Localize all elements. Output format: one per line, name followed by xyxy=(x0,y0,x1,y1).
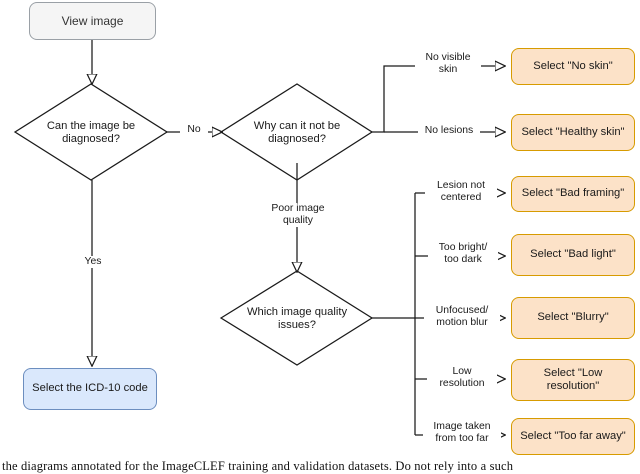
diamond-which-image-quality-issues xyxy=(219,270,374,366)
node-select-healthy-skin-label: Select "Healthy skin" xyxy=(521,125,625,138)
edge-label-yes: Yes xyxy=(77,256,109,268)
node-select-blurry-label: Select "Blurry" xyxy=(537,311,609,324)
node-view-image[interactable]: View image xyxy=(29,2,156,40)
node-select-too-far-away[interactable]: Select "Too far away" xyxy=(511,418,635,455)
label-why-can-it-not-be-diagnosed-text: Why can it not be diagnosed? xyxy=(253,119,341,145)
edge-label-image-taken-from-too-far: Image taken from too far xyxy=(423,421,501,445)
node-select-bad-light[interactable]: Select "Bad light" xyxy=(511,234,635,276)
figure-caption: the diagrams annotated for the ImageCLEF… xyxy=(2,459,514,473)
label-which-image-quality-issues-text: Which image quality issues? xyxy=(246,305,348,331)
node-select-too-far-away-label: Select "Too far away" xyxy=(520,429,626,442)
node-view-image-label: View image xyxy=(61,13,124,28)
node-select-low-resolution-label: Select "Low resolution" xyxy=(543,366,603,392)
node-select-blurry[interactable]: Select "Blurry" xyxy=(511,297,635,339)
node-select-icd10-code-label: Select the ICD-10 code xyxy=(32,382,148,395)
node-select-bad-light-label: Select "Bad light" xyxy=(530,248,616,261)
edge-label-poor-image-quality: Poor image quality xyxy=(263,203,333,227)
label-can-the-image-be-diagnosed-text: Can the image be diagnosed? xyxy=(46,119,136,145)
node-select-healthy-skin[interactable]: Select "Healthy skin" xyxy=(511,114,635,151)
node-select-low-resolution[interactable]: Select "Low resolution" xyxy=(511,359,635,401)
diamond-why-can-it-not-be-diagnosed xyxy=(219,83,374,181)
node-select-bad-framing[interactable]: Select "Bad framing" xyxy=(511,176,635,212)
label-can-the-image-be-diagnosed: Can the image be diagnosed? xyxy=(21,110,161,156)
node-select-bad-framing-label: Select "Bad framing" xyxy=(521,187,625,200)
edge-label-low-resolution: Low resolution xyxy=(427,366,497,390)
edge-label-unfocused-motion-blur: Unfocused/ motion blur xyxy=(424,305,500,329)
node-select-no-skin-label: Select "No skin" xyxy=(533,59,613,72)
edge-label-no-visible-skin: No visible skin xyxy=(415,52,481,76)
edge-label-no-lesions: No lesions xyxy=(418,125,480,137)
diamond-can-the-image-be-diagnosed xyxy=(13,83,169,181)
node-select-no-skin[interactable]: Select "No skin" xyxy=(511,48,635,85)
edge-label-lesion-not-centered: Lesion not centered xyxy=(425,180,497,204)
edge-label-no: No xyxy=(180,124,208,136)
node-select-icd10-code[interactable]: Select the ICD-10 code xyxy=(23,368,157,410)
label-which-image-quality-issues: Which image quality issues? xyxy=(228,296,366,342)
edge-quality-trunk xyxy=(371,193,416,435)
edge-label-too-bright-too-dark: Too bright/ too dark xyxy=(428,242,498,266)
label-why-can-it-not-be-diagnosed: Why can it not be diagnosed? xyxy=(228,110,366,156)
